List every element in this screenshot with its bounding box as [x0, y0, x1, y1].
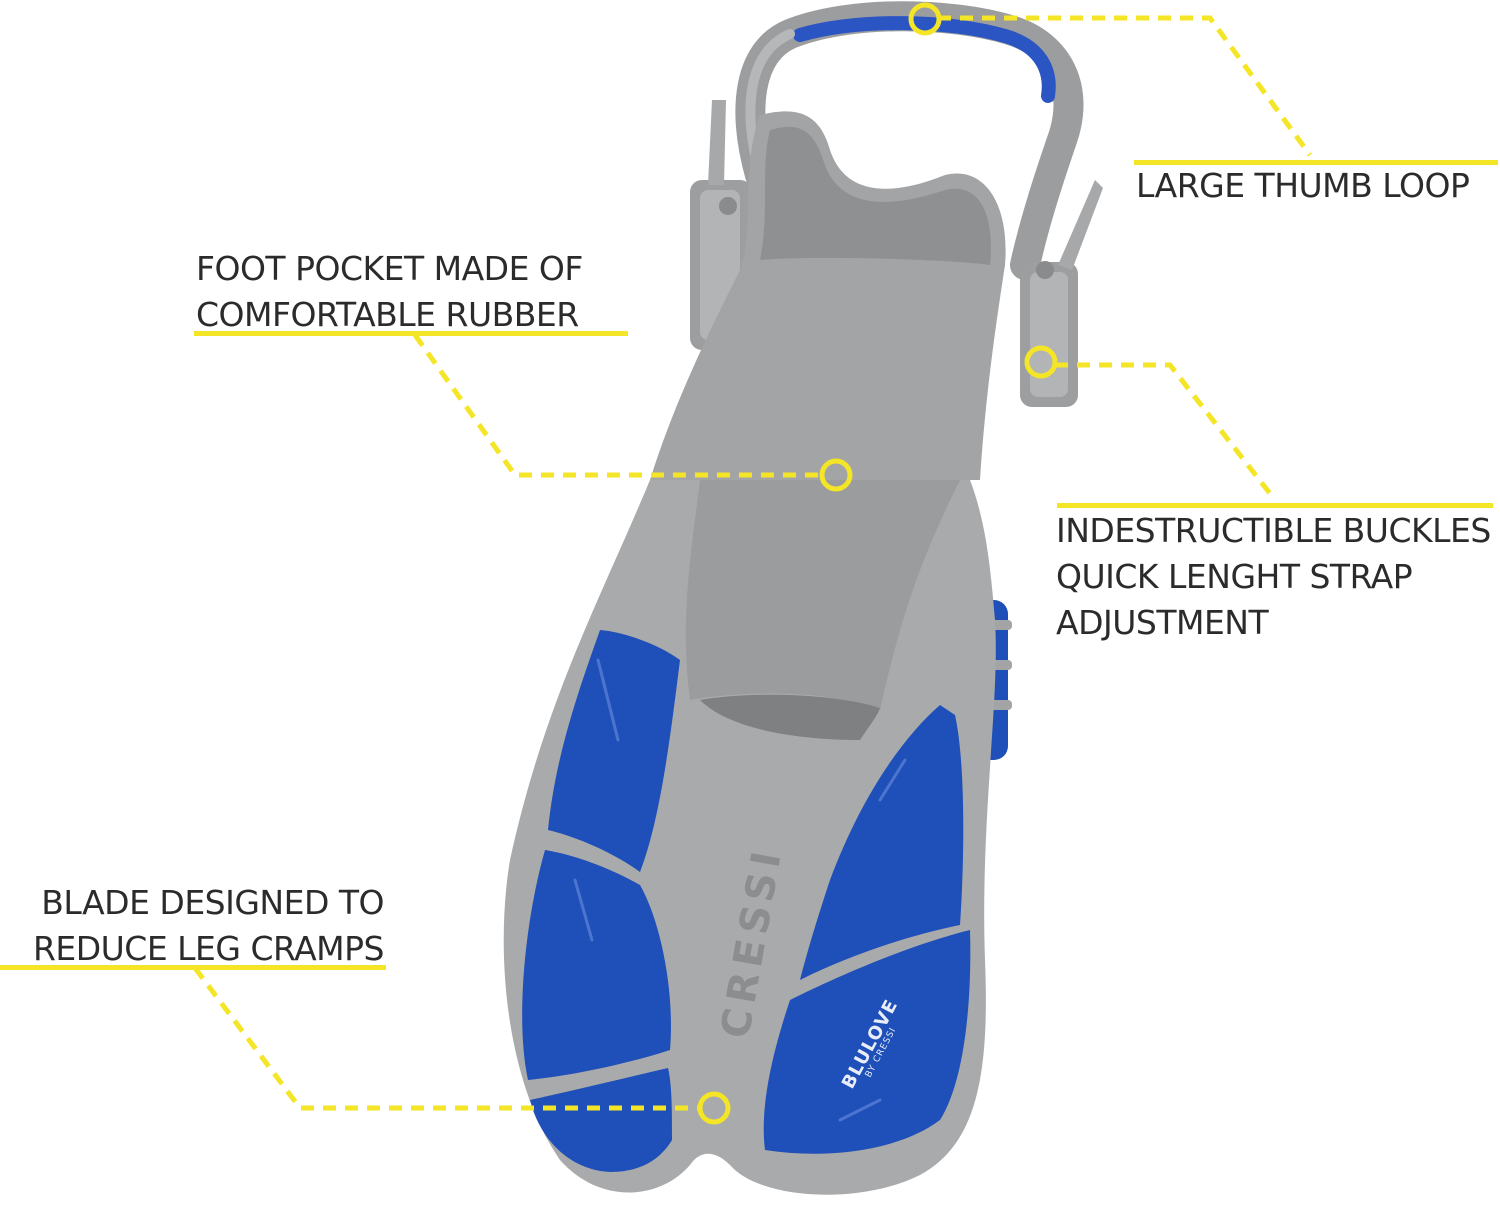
underline-blade	[0, 965, 386, 970]
callout-line: INDESTRUCTIBLE BUCKLES	[1056, 511, 1491, 550]
underline-thumb-loop	[1134, 160, 1498, 165]
marker-blade	[697, 1091, 731, 1125]
marker-thumb-loop	[908, 2, 942, 36]
callout-line: ADJUSTMENT	[1056, 603, 1269, 642]
underline-buckles	[1057, 503, 1493, 508]
leader-blade	[193, 966, 700, 1111]
callout-line: REDUCE LEG CRAMPS	[32, 929, 385, 968]
leader-foot-pocket	[412, 333, 822, 478]
blade-panels	[522, 630, 971, 1172]
foot-pocket	[650, 111, 1006, 740]
callout-blade: BLADE DESIGNED TO REDUCE LEG CRAMPS	[4, 880, 385, 972]
callout-thumb-loop: LARGE THUMB LOOP	[1136, 163, 1470, 209]
underline-foot-pocket	[194, 331, 628, 336]
callout-buckles: INDESTRUCTIBLE BUCKLES QUICK LENGHT STRA…	[1056, 508, 1491, 646]
callout-line: QUICK LENGHT STRAP	[1056, 557, 1413, 596]
marker-buckles	[1024, 345, 1058, 379]
leader-buckles	[1055, 362, 1277, 502]
leader-thumb-loop	[938, 15, 1313, 157]
callout-leaders	[193, 15, 1313, 1111]
callout-line: BLADE DESIGNED TO	[41, 883, 384, 922]
callout-foot-pocket: FOOT POCKET MADE OF COMFORTABLE RUBBER	[196, 246, 583, 338]
marker-foot-pocket	[819, 458, 853, 492]
callout-line: FOOT POCKET MADE OF	[196, 249, 583, 288]
callout-line: COMFORTABLE RUBBER	[196, 295, 579, 334]
callout-line: LARGE THUMB LOOP	[1136, 166, 1470, 205]
